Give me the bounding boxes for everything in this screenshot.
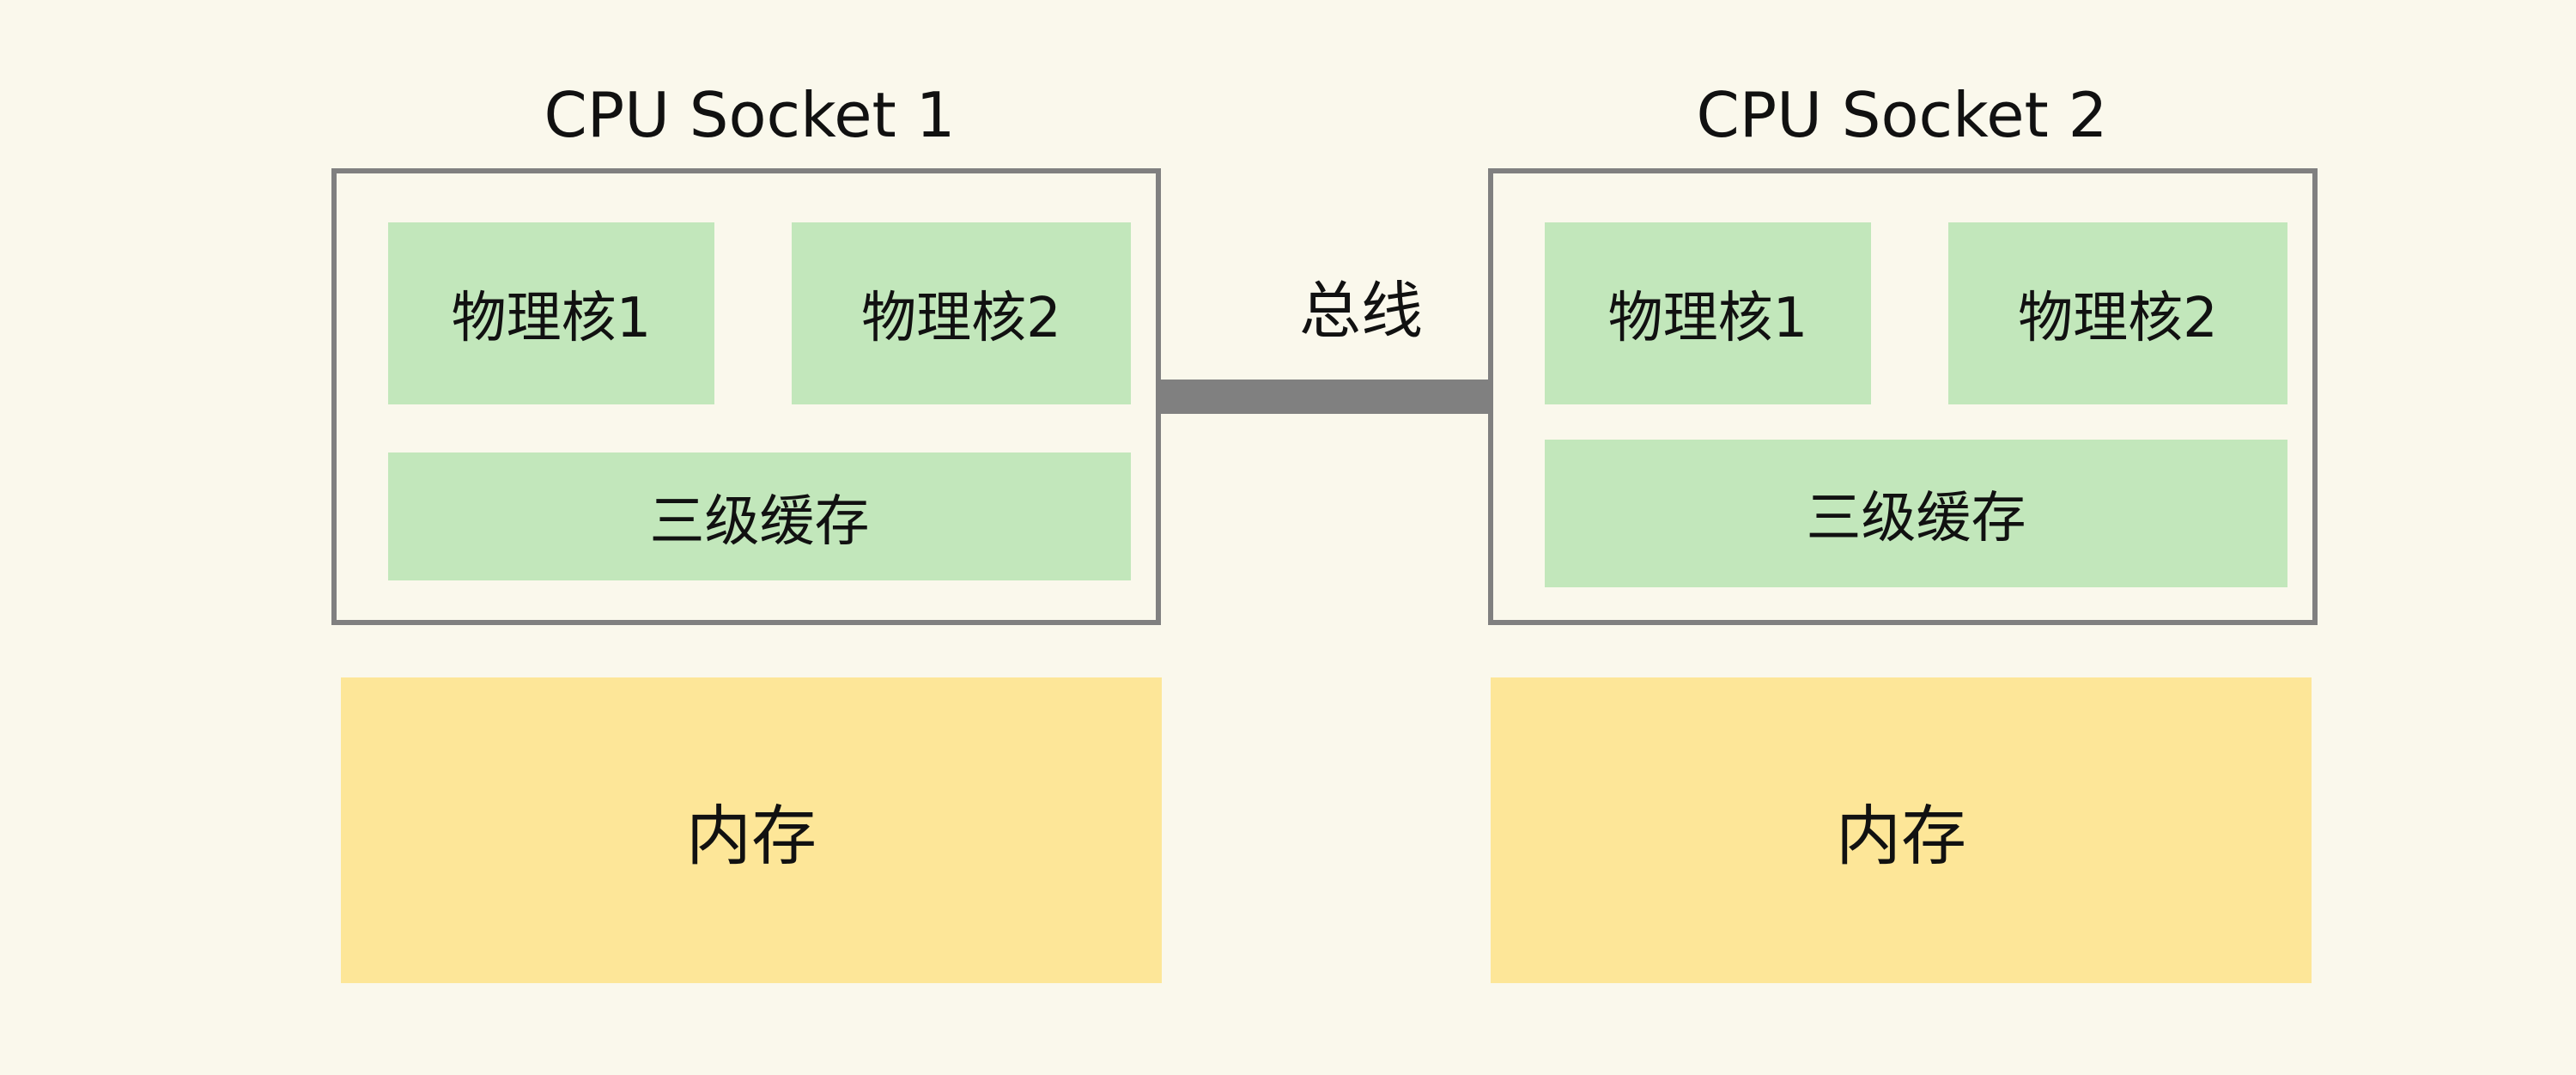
socket-2-core-1: 物理核1: [1545, 222, 1871, 404]
socket-1-core-1: 物理核1: [388, 222, 714, 404]
bus-connector: [1161, 380, 1492, 414]
socket-2-box: [1488, 168, 2318, 625]
socket-2-title: CPU Socket 2: [1696, 79, 2108, 151]
bus-label: 总线: [1298, 275, 1424, 347]
socket-2-memory: 内存: [1491, 677, 2312, 983]
socket-1-memory: 内存: [341, 677, 1162, 983]
socket-1-core-2: 物理核2: [792, 222, 1131, 404]
socket-2-l3-cache: 三级缓存: [1545, 440, 2287, 587]
socket-1-title: CPU Socket 1: [544, 79, 956, 151]
socket-1-box: [331, 168, 1161, 625]
socket-2-core-2: 物理核2: [1948, 222, 2287, 404]
socket-1-l3-cache: 三级缓存: [388, 452, 1131, 580]
